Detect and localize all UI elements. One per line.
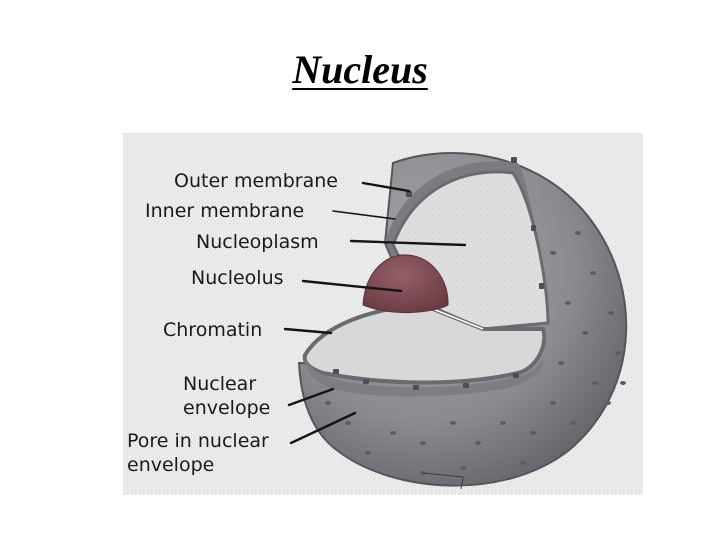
label-pore-line2: envelope — [127, 454, 214, 476]
label-chromatin: Chromatin — [163, 319, 262, 341]
label-nucleoplasm: Nucleoplasm — [196, 231, 319, 253]
nucleus-svg: Outer membrane Inner membrane Nucleoplas… — [123, 133, 643, 495]
label-pore-line1: Pore in nuclear — [127, 430, 269, 452]
label-nucleolus: Nucleolus — [191, 267, 284, 289]
label-outer-membrane: Outer membrane — [174, 170, 338, 192]
nucleus-diagram: Outer membrane Inner membrane Nucleoplas… — [123, 133, 643, 495]
slide-title: Nucleus — [0, 46, 720, 93]
label-nuclear-envelope-line2: envelope — [183, 397, 270, 419]
label-nuclear-envelope-line1: Nuclear — [183, 373, 256, 395]
label-inner-membrane: Inner membrane — [145, 200, 304, 222]
